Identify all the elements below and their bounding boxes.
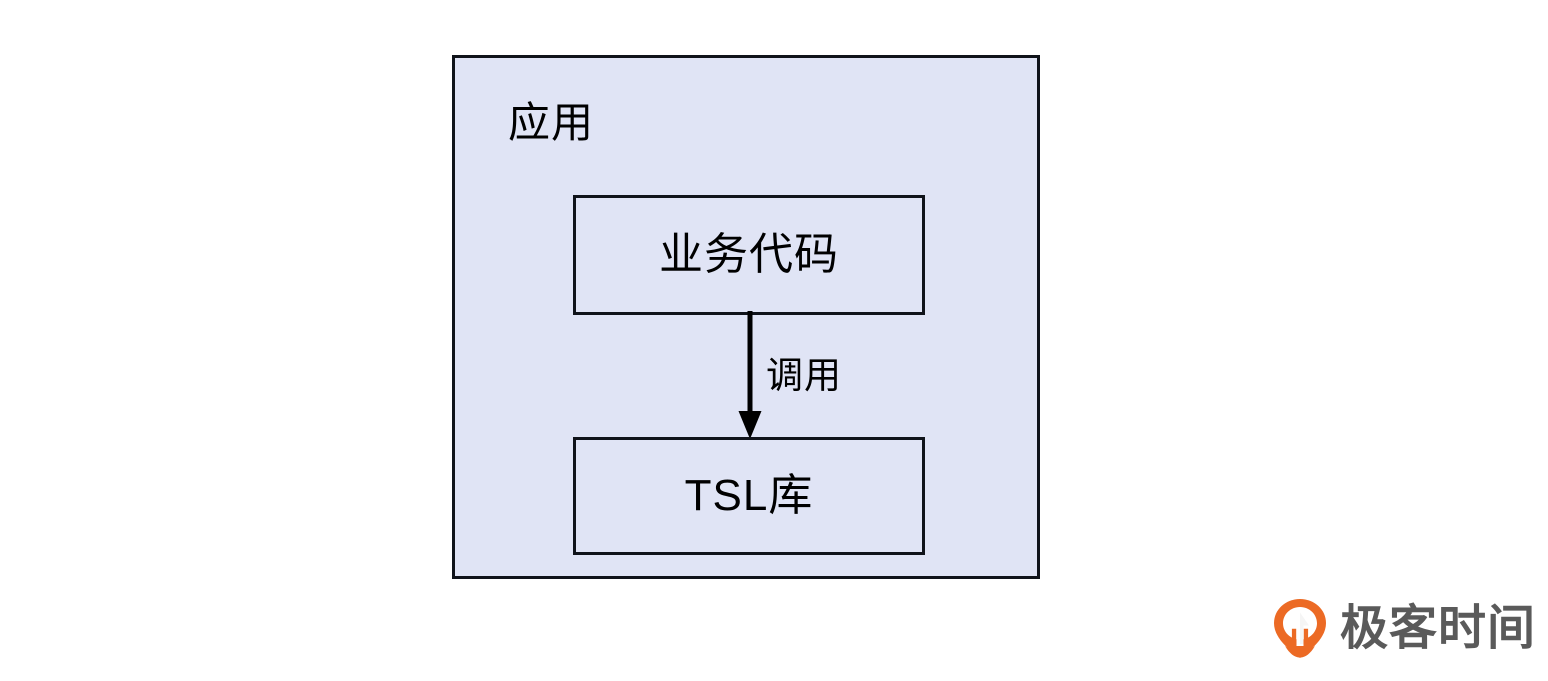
block-business-code-label: 业务代码 [659, 230, 839, 279]
geektime-pin-icon [1274, 599, 1326, 658]
brand-watermark: 极客时间 [1272, 598, 1536, 660]
outer-container-label: 应用 [508, 99, 595, 146]
brand-name-label: 极客时间 [1340, 602, 1537, 655]
block-tsl-library: TSL库 [573, 437, 925, 555]
call-arrow-label: 调用 [766, 355, 842, 396]
block-business-code: 业务代码 [573, 195, 925, 315]
call-arrow-icon [738, 311, 762, 439]
block-tsl-library-label: TSL库 [684, 471, 814, 520]
outer-container-application: 应用 业务代码 调用 TSL库 [452, 55, 1040, 579]
